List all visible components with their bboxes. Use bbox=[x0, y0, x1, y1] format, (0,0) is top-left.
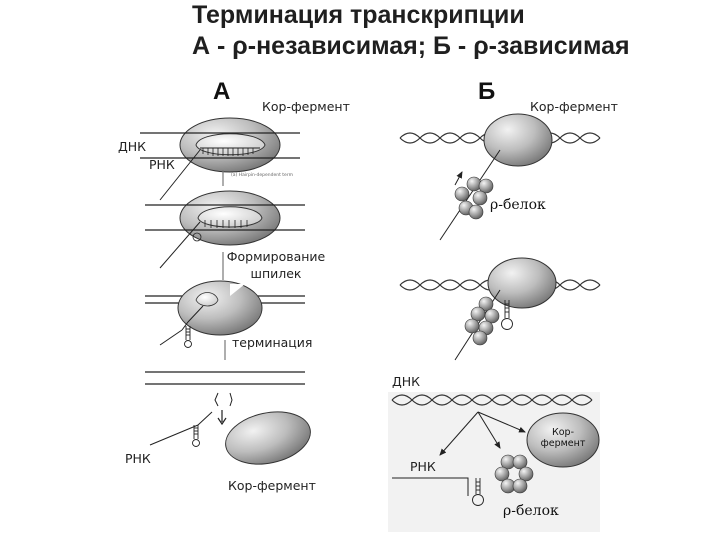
rna-hairpin bbox=[192, 425, 200, 447]
hairpin-formation-label-line-1: Формирование bbox=[226, 249, 326, 264]
panel-a-rna-bottom-label: РНК bbox=[125, 451, 151, 466]
rho-protein-hexamer bbox=[464, 296, 500, 346]
panel-a-letter: А bbox=[213, 78, 231, 105]
figure-credit: (a) Hairpin-dependent term bbox=[231, 173, 293, 178]
rho-protein-hexamer bbox=[454, 176, 494, 220]
released-core-enzyme bbox=[526, 412, 600, 468]
panel-a-step-4 bbox=[145, 371, 311, 465]
core-enzyme-line-2: фермент bbox=[540, 438, 586, 449]
panel-a-core-enzyme-bottom-label: Кор-фермент bbox=[228, 478, 316, 493]
panel-b-core-enzyme-small-label: Кор- фермент bbox=[533, 427, 593, 449]
transcription-bubble bbox=[197, 206, 263, 228]
panel-a-step-1 bbox=[140, 117, 300, 201]
released-rna-end bbox=[214, 392, 219, 407]
dna-helix-strand-2 bbox=[391, 394, 593, 406]
panel-b-rho-protein-label: ρ-белок bbox=[490, 197, 546, 213]
hairpin-formation-label-line-2: шпилек bbox=[250, 266, 302, 281]
released-core-enzyme bbox=[225, 411, 311, 465]
rna-hairpin bbox=[472, 478, 484, 506]
panel-b-step-2 bbox=[399, 257, 601, 361]
release-arrows bbox=[439, 411, 526, 456]
rna-polymerase-core-enzyme bbox=[177, 280, 263, 336]
panel-b-rho-protein-bottom-label: ρ-белок bbox=[503, 503, 559, 519]
panel-b-step-1 bbox=[399, 113, 601, 241]
released-rna-transcript bbox=[149, 424, 199, 446]
rna-hairpin bbox=[184, 326, 192, 348]
panel-b-letter: Б bbox=[478, 78, 496, 105]
panel-b-rna-label: РНК bbox=[410, 459, 436, 474]
panel-a-core-enzyme-label: Кор-фермент bbox=[262, 99, 350, 114]
rna-transcript bbox=[159, 221, 201, 269]
panel-a-flow-arrows bbox=[222, 170, 226, 360]
panel-b-step-3 bbox=[388, 392, 600, 532]
panel-a-step-2 bbox=[145, 190, 305, 269]
panel-a-rna-label: РНК bbox=[149, 157, 175, 172]
rho-movement-arrow bbox=[454, 171, 463, 186]
nascent-hairpin bbox=[192, 232, 202, 242]
panel-a-step-3 bbox=[145, 280, 305, 348]
rna-polymerase-core-enzyme bbox=[487, 257, 557, 309]
released-rho-protein-hexamer bbox=[494, 454, 534, 494]
rna-transcript bbox=[181, 305, 204, 331]
transcription-bubble bbox=[195, 292, 219, 307]
title-line-1: Терминация транскрипции bbox=[192, 1, 525, 29]
panel-b-dna-label: ДНК bbox=[392, 374, 421, 389]
transcription-bubble bbox=[195, 133, 266, 156]
rna-hairpin bbox=[501, 300, 513, 330]
release-arrow bbox=[217, 410, 227, 426]
rna-transcript bbox=[439, 149, 501, 241]
panel-b-core-enzyme-label: Кор-фермент bbox=[530, 99, 618, 114]
rna-polymerase-core-enzyme bbox=[483, 113, 553, 167]
core-enzyme-line-1: Кор- bbox=[551, 427, 574, 438]
rna-transcript bbox=[159, 149, 201, 201]
termination-label: терминация bbox=[232, 335, 313, 350]
panel-a-dna-label: ДНК bbox=[118, 139, 147, 154]
title-line-2: А - ρ-независимая; Б - ρ-зависимая bbox=[192, 32, 630, 60]
released-rna-transcript bbox=[392, 477, 469, 496]
